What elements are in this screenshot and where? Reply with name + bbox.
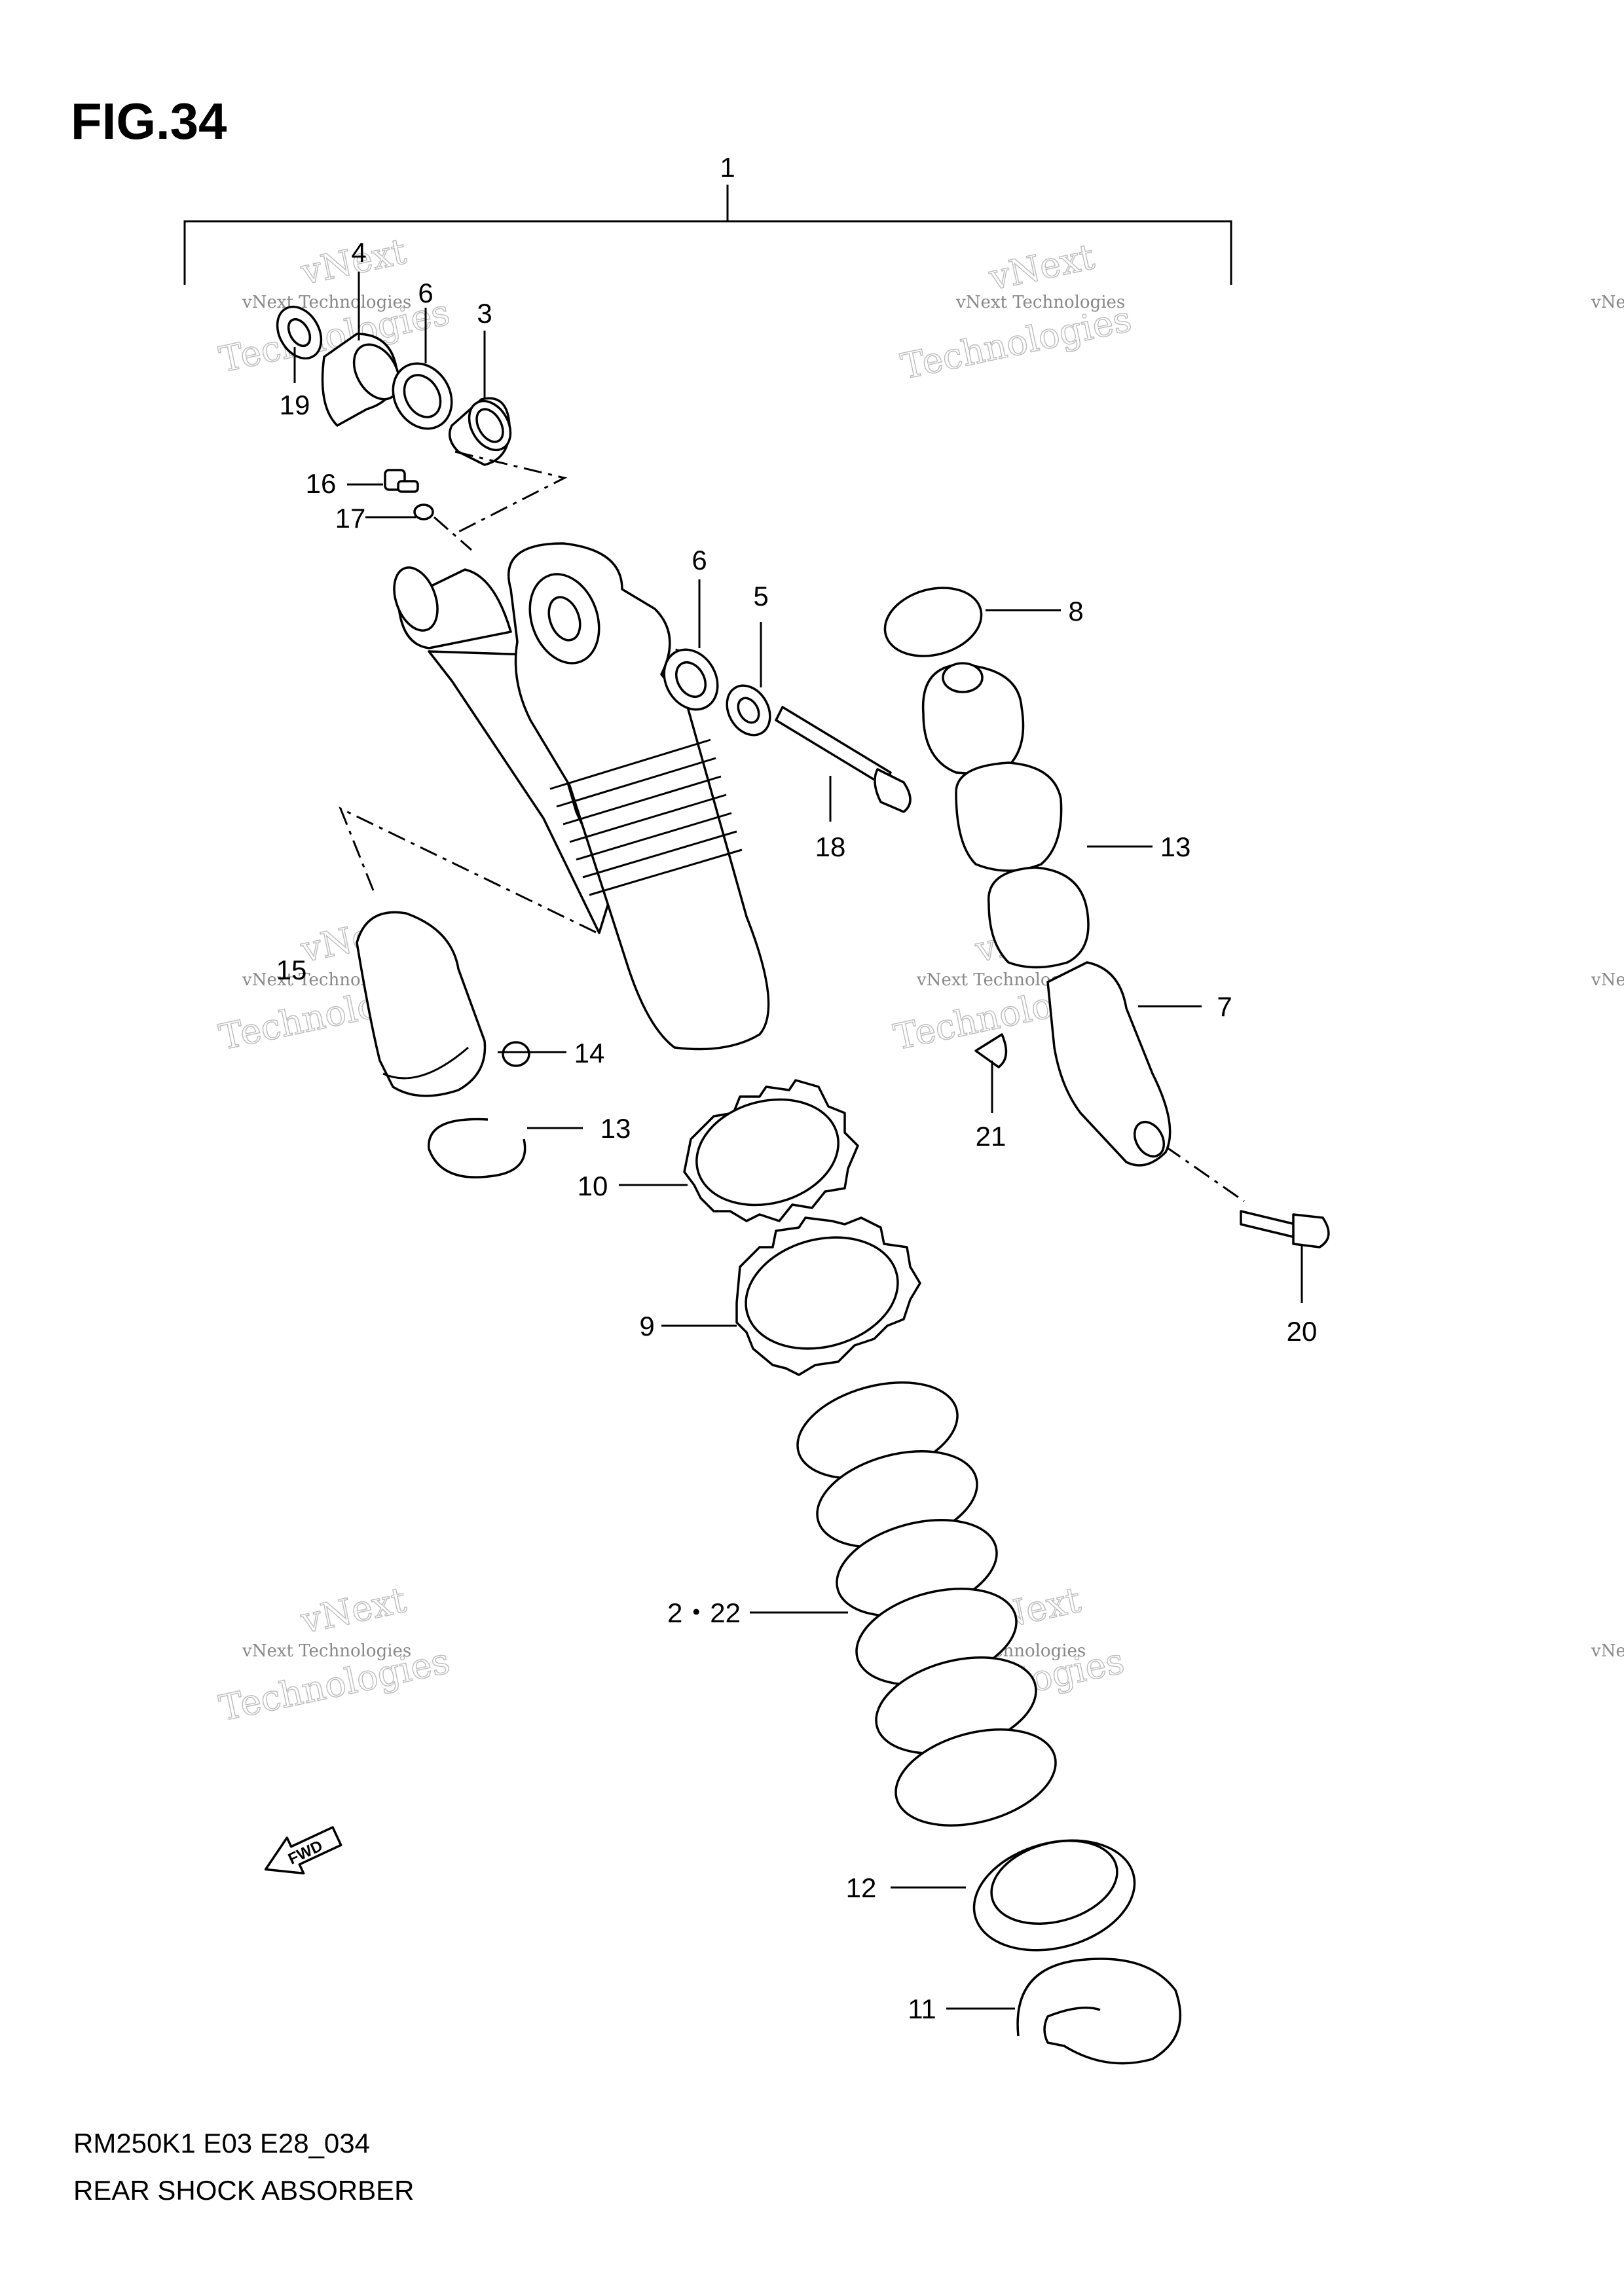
upper-mount-hole xyxy=(547,596,581,642)
watermark: Technologies vNext vNext Technologies xyxy=(897,236,1135,388)
bearing-3-hole xyxy=(475,408,504,443)
figure-title: FIG.34 xyxy=(71,92,227,150)
rebound-stopper xyxy=(955,761,1063,872)
spring-guide xyxy=(987,866,1090,969)
callout-8: 8 xyxy=(1068,596,1083,627)
callout-16: 16 xyxy=(306,468,337,499)
callout-3: 3 xyxy=(477,298,492,329)
watermark-edge: vNext Technologies xyxy=(1591,970,1624,990)
bolt-18-head xyxy=(874,768,912,813)
leader-lines xyxy=(293,272,1303,2010)
svg-text:vNext Technologies: vNext Technologies xyxy=(1591,970,1624,990)
fwd-arrow-icon: FWD xyxy=(264,1826,342,1875)
bolt-18 xyxy=(775,706,912,813)
damper-body xyxy=(507,542,770,1051)
spring-stopper-11 xyxy=(1016,1958,1181,2065)
callout-9: 9 xyxy=(639,1311,654,1341)
svg-text:vNext Technologies: vNext Technologies xyxy=(1591,293,1624,312)
model-code: RM250K1 E03 E28_034 xyxy=(73,2128,370,2159)
callout-13: 13 xyxy=(1160,831,1191,862)
bolt-18-shank xyxy=(775,706,892,787)
nut-14 xyxy=(502,1041,530,1067)
svg-text:vNext: vNext xyxy=(297,1579,410,1642)
callout-12: 12 xyxy=(846,1872,877,1903)
spring-coil xyxy=(895,1728,1057,1827)
watermark-edge: vNext Technologies xyxy=(1591,1641,1624,1661)
damper-body-ribs xyxy=(549,738,743,896)
callout-5: 5 xyxy=(753,581,768,611)
dust-seal-19-hole xyxy=(287,318,312,348)
callout-21: 21 xyxy=(976,1121,1006,1152)
callout-11: 11 xyxy=(908,1994,936,2024)
bolt-20-shank xyxy=(1240,1210,1297,1239)
spring-seats xyxy=(972,1839,1181,2065)
bump-rubber-top xyxy=(942,662,984,693)
watermark: Technologies vNext vNext Technologies xyxy=(215,1578,454,1730)
callout-17: 17 xyxy=(335,503,366,534)
clevis-hole xyxy=(1133,1121,1166,1157)
lower-mount-hardware xyxy=(663,648,771,737)
reservoir-15 xyxy=(356,911,487,1097)
svg-text:vNext: vNext xyxy=(985,236,1098,299)
callout-1: 1 xyxy=(720,152,735,183)
assembly-bracket xyxy=(183,185,1232,285)
reservoir-15-band xyxy=(382,1046,469,1080)
reservoir-head-cap xyxy=(393,566,439,632)
circlip-13-left xyxy=(428,1118,526,1178)
o-ring-17 xyxy=(413,503,434,520)
shock-body xyxy=(393,542,770,1051)
callout-10: 10 xyxy=(578,1171,608,1201)
callout-19: 19 xyxy=(280,390,310,420)
callout-2-22: 2・22 xyxy=(667,1597,741,1628)
o-ring-8 xyxy=(883,587,983,657)
callout-6: 6 xyxy=(692,545,707,575)
watermark-edge: vNext Technologies xyxy=(1591,293,1624,312)
lock-ring-10-bore xyxy=(695,1098,840,1207)
bleeder-hardware xyxy=(384,469,434,520)
seal-6-lower-hole xyxy=(674,661,707,698)
callout-labels: 1 4 6 3 19 16 17 6 5 8 18 13 15 14 7 13 … xyxy=(276,152,1318,2024)
callout-4: 4 xyxy=(351,237,366,268)
rod-assembly xyxy=(883,587,1330,1248)
bleeder-screw-16-tip xyxy=(397,480,419,493)
adjuster-ring-9-bore xyxy=(745,1236,899,1350)
svg-text:vNext Technologies: vNext Technologies xyxy=(1591,1641,1624,1661)
callout-20: 20 xyxy=(1287,1316,1318,1347)
callout-7: 7 xyxy=(1217,991,1232,1022)
lower-clevis-7 xyxy=(1046,961,1172,1167)
bolt-20-head xyxy=(1292,1213,1330,1248)
guide-lines xyxy=(339,450,1245,1203)
top-hardware xyxy=(276,305,512,466)
callout-6: 6 xyxy=(418,278,433,308)
svg-text:vNext Technologies: vNext Technologies xyxy=(955,293,1125,312)
collar-4-end xyxy=(352,343,401,401)
spring-seat-12-bore xyxy=(990,1839,1118,1925)
callout-18: 18 xyxy=(815,831,846,862)
callout-13: 13 xyxy=(600,1113,631,1144)
washer-5-hole xyxy=(737,697,760,724)
callout-15: 15 xyxy=(276,955,307,985)
callout-14: 14 xyxy=(574,1038,605,1068)
adjuster-rings xyxy=(683,1079,921,1376)
svg-text:vNext Technologies: vNext Technologies xyxy=(242,293,411,312)
seal-6-upper-hole xyxy=(403,374,442,418)
reservoir-group xyxy=(356,911,530,1178)
nut-21 xyxy=(974,1033,1008,1068)
coil-spring xyxy=(796,1381,1057,1827)
section-title: REAR SHOCK ABSORBER xyxy=(73,2175,415,2206)
svg-text:vNext Technologies: vNext Technologies xyxy=(242,1641,411,1661)
